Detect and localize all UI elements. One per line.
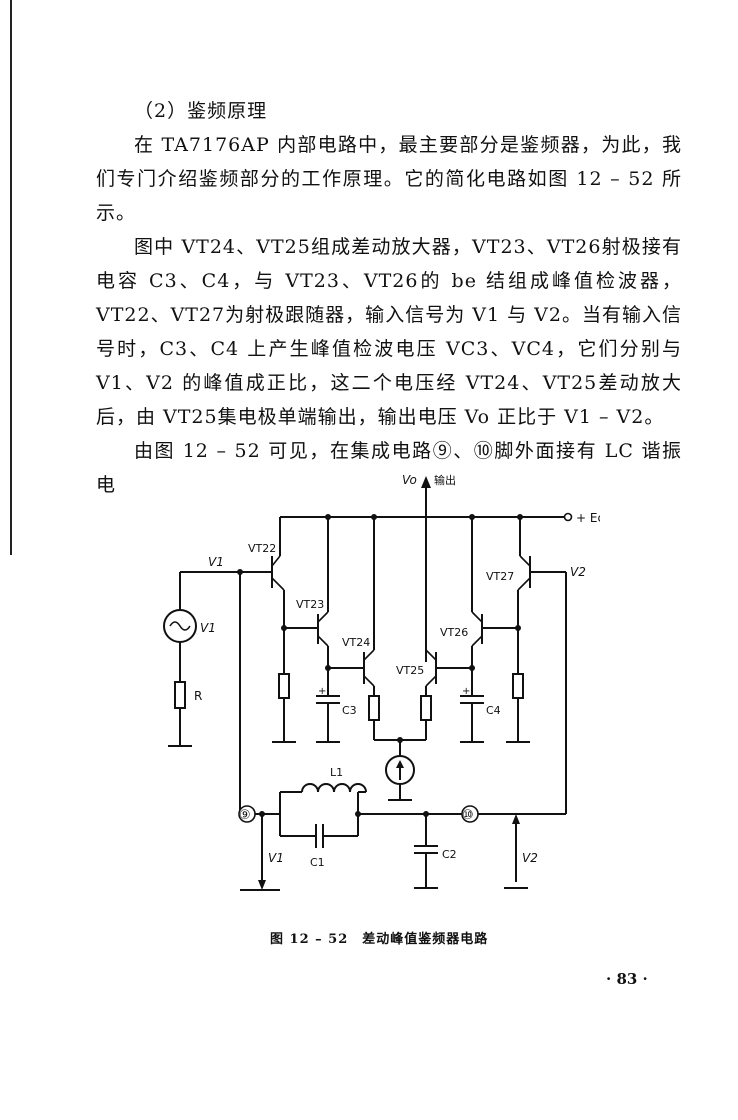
vt25-collector	[425, 649, 437, 661]
supply-label: + Ec	[576, 511, 600, 525]
v2-bottom-label: V2	[522, 851, 538, 865]
circuit-figure: + Ec Vo 输出 VT22 V1 V1 R VT23 + C3	[150, 462, 600, 902]
resistor-vt22-emitter	[278, 673, 290, 699]
source-label: V1	[200, 621, 216, 635]
output-label: 输出	[434, 473, 456, 487]
r-label: R	[194, 689, 202, 703]
resistor-vt25-emitter	[420, 695, 432, 721]
c3-label: C3	[342, 704, 357, 717]
page-number: · 83 ·	[606, 970, 648, 988]
vt25-emitter	[425, 675, 437, 687]
paragraph-circuit-description: 图中 VT24、VT25组成差动放大器，VT23、VT26射极接有电容 C3、C…	[96, 236, 682, 428]
resistor-r	[174, 681, 186, 709]
arrow-down-icon	[258, 880, 266, 890]
v1-label: V1	[208, 555, 224, 569]
vt22-emitter	[271, 577, 285, 591]
resistor-vt24-emitter	[368, 695, 380, 721]
resistor-vt27-emitter	[512, 673, 524, 699]
vt27-collector	[519, 555, 531, 567]
plus-icon: +	[318, 686, 326, 697]
vt25-label: VT25	[396, 664, 424, 677]
section-heading: （2）鉴频原理	[134, 100, 268, 122]
vt26-label: VT26	[440, 626, 468, 639]
l1-label: L1	[330, 766, 343, 779]
paragraph-intro: 在 TA7176AP 内部电路中，最主要部分是鉴频器，为此，我们专门介绍鉴频部分…	[96, 134, 682, 224]
vt26-emitter	[471, 635, 483, 647]
paragraph-lc-resonance: 由图 12 – 52 可见，在集成电路⑨、⑩脚外面接有 LC 谐振电	[96, 440, 682, 496]
pin10-label: ⑩	[462, 808, 474, 823]
body-text: （2）鉴频原理 在 TA7176AP 内部电路中，最主要部分是鉴频器，为此，我们…	[96, 94, 682, 502]
v1-bottom-label: V1	[268, 851, 284, 865]
junction-dot	[355, 811, 361, 817]
vt22-label: VT22	[248, 542, 276, 555]
tilde-icon	[169, 621, 191, 631]
arrow-up-icon	[512, 814, 520, 824]
arrow-up-icon	[396, 760, 404, 768]
v2-label: V2	[570, 565, 586, 579]
vt23-emitter	[317, 635, 329, 647]
vt26-collector	[471, 611, 483, 623]
c2-label: C2	[442, 848, 457, 861]
vt24-label: VT24	[342, 636, 370, 649]
vt23-label: VT23	[296, 598, 324, 611]
supply-terminal	[563, 512, 573, 522]
inductor-l1	[301, 783, 367, 793]
plus-icon: +	[462, 686, 470, 697]
figure-caption: 图 12 – 52 差动峰值鉴频器电路	[270, 932, 489, 947]
vo-label: Vo	[402, 473, 417, 487]
vt22-collector	[271, 555, 281, 567]
page-binding-line	[10, 0, 12, 555]
vt24-collector	[363, 649, 375, 661]
pin9-label: ⑨	[239, 808, 251, 823]
vt23-collector	[317, 611, 329, 623]
c4-label: C4	[486, 704, 501, 717]
vt27-label: VT27	[486, 570, 514, 583]
vt24-emitter	[363, 675, 375, 687]
c1-label: C1	[310, 856, 325, 869]
vt27-emitter	[517, 577, 531, 591]
circuit-diagram: + Ec Vo 输出 VT22 V1 V1 R VT23 + C3	[163, 473, 600, 891]
output-arrow-icon	[421, 476, 431, 488]
